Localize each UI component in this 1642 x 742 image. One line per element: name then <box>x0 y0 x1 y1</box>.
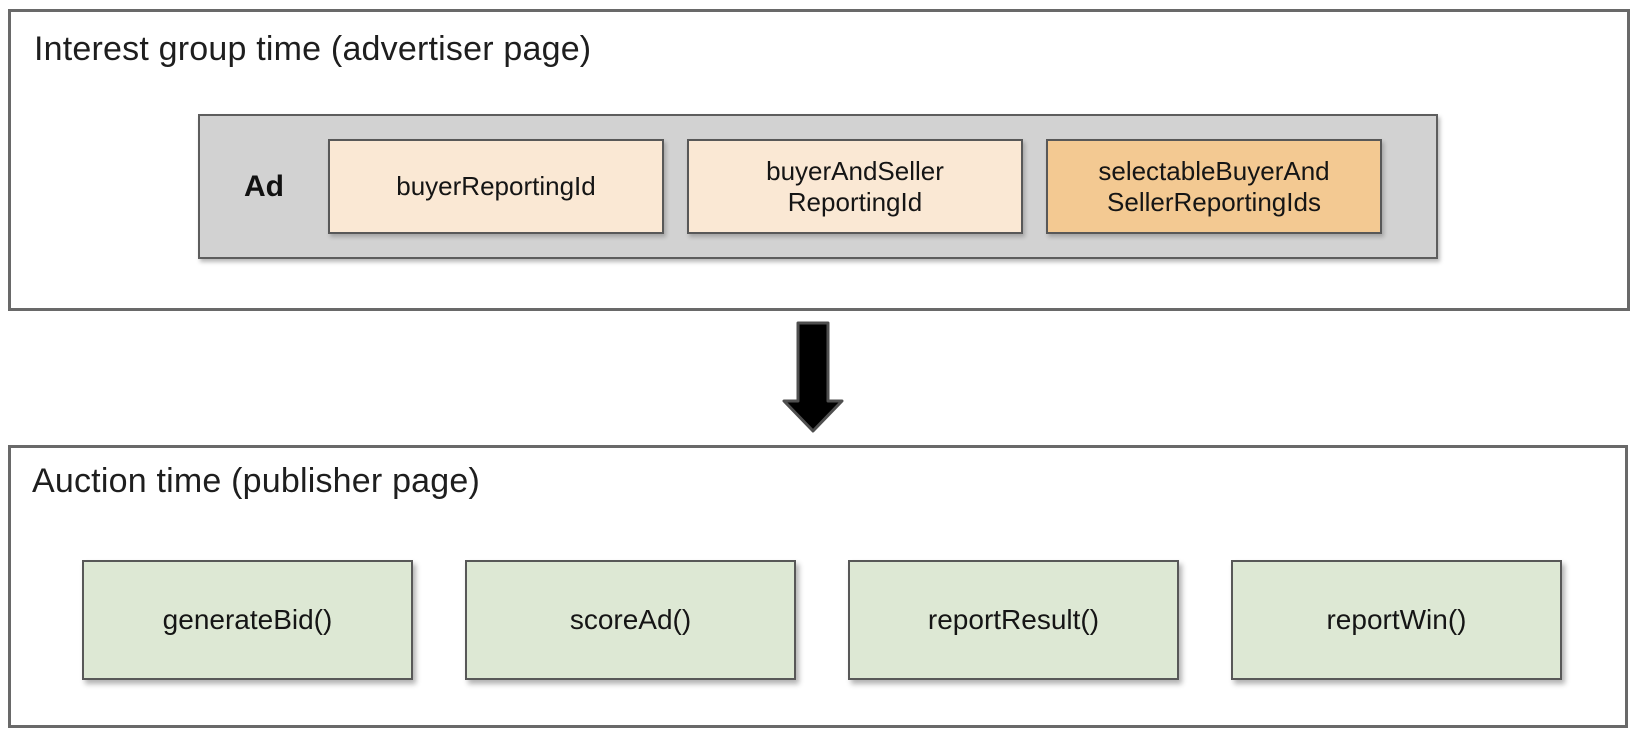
box-selectable-buyer-and-seller-reporting-ids: selectableBuyerAnd SellerReportingIds <box>1046 139 1382 234</box>
box-generate-bid: generateBid() <box>82 560 413 680</box>
box-report-win: reportWin() <box>1231 560 1562 680</box>
ad-label: Ad <box>244 169 284 203</box>
down-arrow-icon <box>782 321 844 433</box>
box-report-result: reportResult() <box>848 560 1179 680</box>
auction-panel: Auction time (publisher page) generateBi… <box>8 445 1628 728</box>
box-selectable-ids-line2: SellerReportingIds <box>1107 186 1321 217</box>
ad-container: Ad buyerReportingId buyerAndSeller Repor… <box>198 114 1438 259</box>
box-score-ad-label: scoreAd() <box>569 604 692 635</box>
box-generate-bid-label: generateBid() <box>162 604 333 635</box>
box-selectable-ids-line1: selectableBuyerAnd <box>1098 155 1330 186</box>
interest-group-title: Interest group time (advertiser page) <box>34 30 592 68</box>
box-score-ad: scoreAd() <box>465 560 796 680</box>
interest-group-panel: Interest group time (advertiser page) Ad… <box>8 9 1630 311</box>
box-report-win-label: reportWin() <box>1326 604 1467 635</box>
box-report-result-label: reportResult() <box>927 604 1100 635</box>
auction-function-row: generateBid() scoreAd() reportResult() r… <box>82 560 1562 680</box>
box-buyer-and-seller-reporting-id-line2: ReportingId <box>787 186 923 217</box>
auction-title: Auction time (publisher page) <box>32 462 481 500</box>
box-buyer-reporting-id-label: buyerReportingId <box>396 171 596 202</box>
box-buyer-reporting-id: buyerReportingId <box>328 139 664 234</box>
box-buyer-and-seller-reporting-id-line1: buyerAndSeller <box>766 155 944 186</box>
box-buyer-and-seller-reporting-id: buyerAndSeller ReportingId <box>687 139 1023 234</box>
